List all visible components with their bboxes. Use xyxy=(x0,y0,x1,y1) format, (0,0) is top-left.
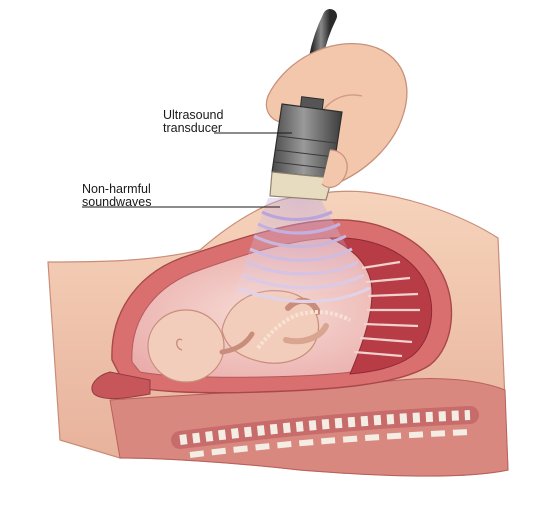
soundwaves xyxy=(232,198,371,304)
placenta-stripes xyxy=(353,260,420,358)
umbilical-cord xyxy=(256,310,351,350)
fetus xyxy=(147,290,329,383)
transducer-tip xyxy=(269,171,333,201)
transducer-label-line2: transducer xyxy=(163,121,223,135)
placenta xyxy=(329,237,433,375)
cervix xyxy=(91,371,151,400)
spine xyxy=(171,406,479,458)
thumb xyxy=(321,149,348,188)
transducer-label: Ultrasound transducer xyxy=(163,109,223,135)
transducer-label-line1: Ultrasound xyxy=(163,108,224,122)
soundwaves-label: Non-harmful soundwaves xyxy=(82,183,152,209)
soundwaves-label-line2: soundwaves xyxy=(82,195,152,209)
soundwaves-label-line1: Non-harmful xyxy=(82,182,151,196)
